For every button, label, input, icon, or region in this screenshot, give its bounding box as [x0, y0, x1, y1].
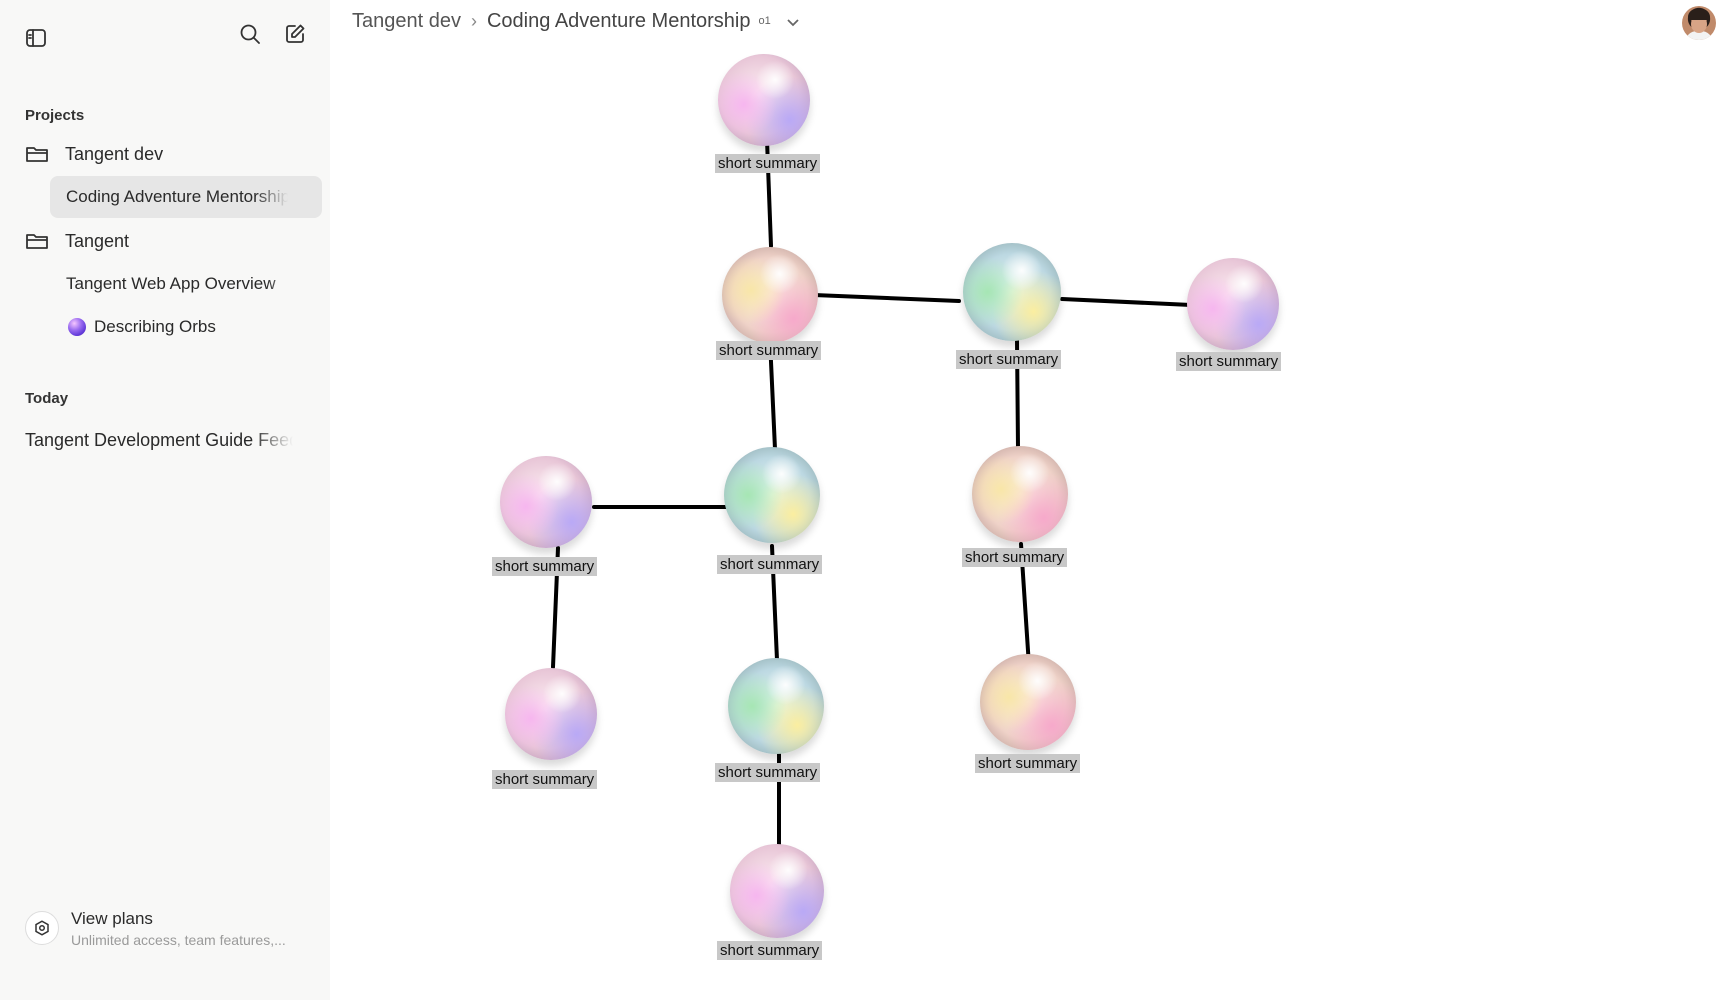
node-label[interactable]: short summary	[717, 555, 823, 574]
chat-label: Coding Adventure Mentorship	[66, 187, 288, 206]
graph-node-orb[interactable]	[980, 654, 1076, 750]
project-tangent-dev[interactable]: Tangent dev	[25, 134, 163, 174]
graph-node-orb[interactable]	[718, 54, 810, 146]
chat-label: Tangent Development Guide Feedback	[25, 429, 293, 450]
node-label[interactable]: short summary	[492, 770, 598, 789]
project-tangent[interactable]: Tangent	[25, 221, 129, 261]
folder-icon	[25, 143, 53, 165]
avatar[interactable]	[1682, 6, 1716, 40]
node-label[interactable]: short summary	[715, 154, 821, 173]
node-label[interactable]: short summary	[717, 941, 823, 960]
view-plans-button[interactable]: View plans Unlimited access, team featur…	[25, 900, 315, 956]
search-icon[interactable]	[234, 18, 266, 50]
graph-node-orb[interactable]	[728, 658, 824, 754]
plans-title: View plans	[71, 908, 153, 928]
sidebar-toggle-icon[interactable]	[20, 22, 52, 54]
chat-tangent-web-app-overview[interactable]: Tangent Web App Overview	[50, 263, 322, 305]
chevron-down-icon[interactable]	[785, 13, 801, 29]
orb-icon	[68, 318, 86, 336]
breadcrumb: Tangent dev › Coding Adventure Mentorshi…	[352, 8, 801, 34]
chat-tangent-development-guide[interactable]: Tangent Development Guide Feedback	[25, 420, 293, 460]
node-label[interactable]: short summary	[492, 557, 598, 576]
chat-label: Tangent Web App Overview	[66, 274, 276, 293]
node-label[interactable]: short summary	[1176, 352, 1282, 371]
chat-describing-orbs[interactable]: Describing Orbs	[50, 306, 322, 348]
project-label: Tangent	[65, 230, 130, 251]
sidebar: Projects Tangent dev Coding Adventure Me…	[0, 0, 330, 1000]
graph-node-orb[interactable]	[730, 844, 824, 938]
node-label[interactable]: short summary	[716, 341, 822, 360]
folder-icon	[25, 230, 53, 252]
chat-label: Describing Orbs	[94, 317, 216, 336]
chat-coding-adventure-mentorship[interactable]: Coding Adventure Mentorship	[50, 176, 322, 218]
breadcrumb-project[interactable]: Tangent dev	[352, 9, 461, 32]
projects-heading: Projects	[25, 107, 85, 124]
graph-node-orb[interactable]	[1187, 258, 1279, 350]
graph-node-orb[interactable]	[722, 247, 818, 343]
node-label[interactable]: short summary	[956, 350, 1062, 369]
graph-node-orb[interactable]	[724, 447, 820, 543]
graph-node-orb[interactable]	[505, 668, 597, 760]
today-heading: Today	[25, 390, 69, 407]
plans-icon	[25, 911, 59, 945]
graph-edge	[1060, 297, 1193, 307]
compose-icon[interactable]	[279, 18, 311, 50]
breadcrumb-chat[interactable]: Coding Adventure Mentorship	[486, 9, 751, 32]
plans-subtitle: Unlimited access, team features,...	[71, 931, 286, 948]
graph-edge	[812, 293, 961, 303]
graph-node-orb[interactable]	[500, 456, 592, 548]
graph-node-orb[interactable]	[963, 243, 1061, 341]
node-label[interactable]: short summary	[975, 754, 1081, 773]
chevron-right-icon: ›	[470, 10, 477, 31]
project-label: Tangent dev	[65, 143, 164, 164]
node-label[interactable]: short summary	[715, 763, 821, 782]
node-label[interactable]: short summary	[962, 548, 1068, 567]
model-badge: o1	[758, 15, 771, 27]
graph-node-orb[interactable]	[972, 446, 1068, 542]
